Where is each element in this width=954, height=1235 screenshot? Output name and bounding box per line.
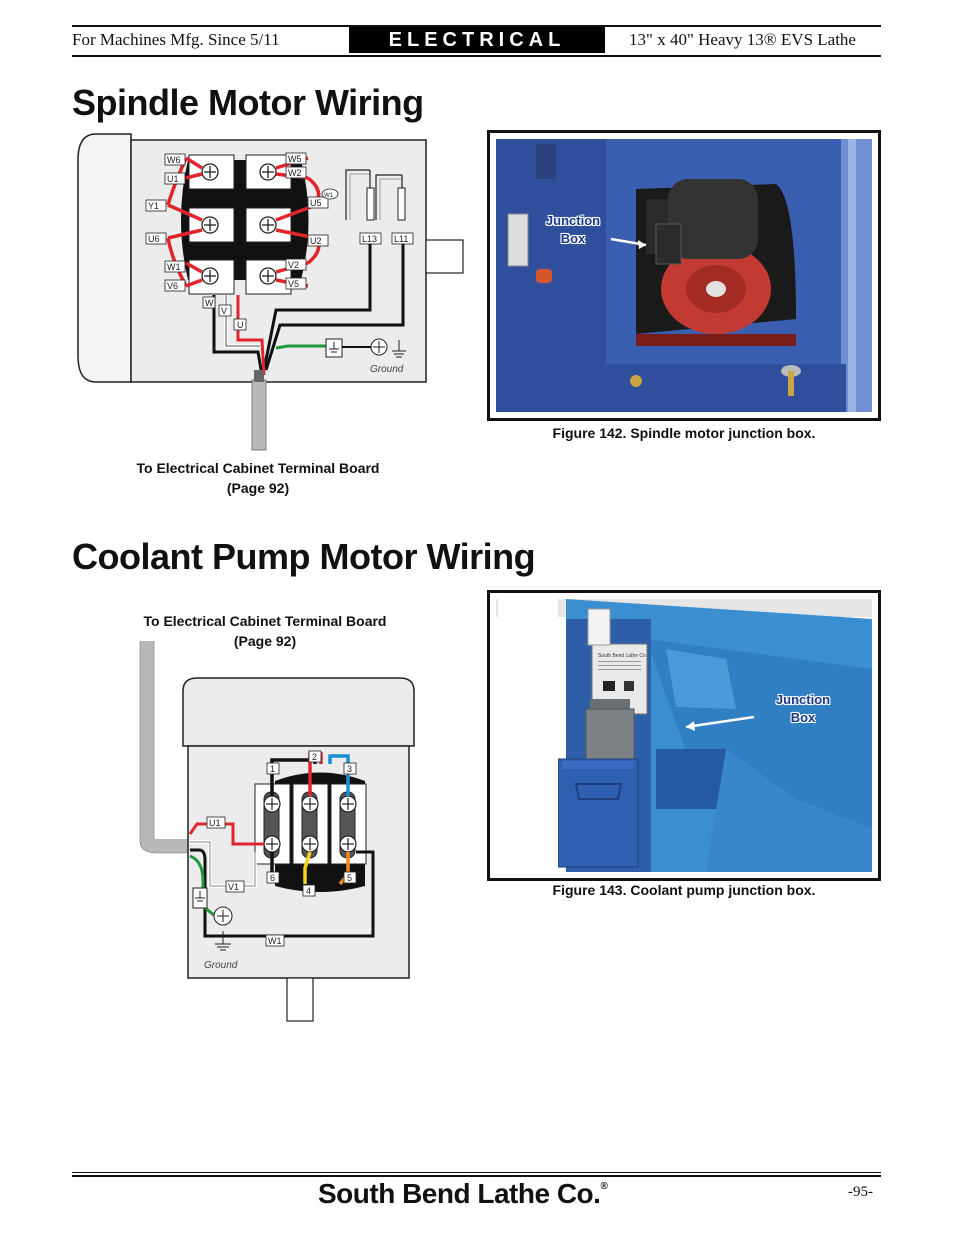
coolant-ground — [192, 887, 233, 951]
terminal-label-v5: V5 — [288, 279, 299, 289]
coolant-cabinet-caption-line1: To Electrical Cabinet Terminal Board — [143, 613, 387, 629]
terminal-label-w1: W1 — [167, 262, 181, 272]
spindle-lead-u-box — [233, 318, 247, 331]
coolant-terminal-1: 1 — [270, 764, 275, 774]
spindle-left-labels: W6 U1 Y1 U6 W1 V6 — [148, 155, 181, 291]
spindle-lead-v: V — [221, 306, 227, 316]
coolant-u1-box — [206, 816, 226, 829]
spindle-lead-v-box — [218, 304, 232, 317]
coolant-photo-junction-label: Junction Box — [758, 691, 848, 727]
coolant-lead-w1: W1 — [268, 936, 282, 946]
coolant-cabinet-caption-line2: (Page 92) — [233, 633, 297, 649]
terminal-label-u6: U6 — [148, 234, 160, 244]
spindle-fuses — [345, 169, 406, 221]
coolant-photo-label-line1: Junction — [775, 692, 831, 707]
spindle-cable — [251, 379, 267, 451]
footer-brand-text: South Bend Lathe Co. — [318, 1178, 601, 1209]
terminal-label-w5: W5 — [288, 154, 302, 164]
coolant-number-boxes — [266, 750, 357, 897]
spindle-motor-shaft — [425, 239, 464, 274]
spindle-jumper-marker — [321, 188, 339, 200]
coolant-photo-illustration: South Bend Lathe Co. — [496, 599, 872, 872]
coolant-section-title: Coolant Pump Motor Wiring — [72, 536, 536, 577]
spindle-photo-label-line1: Junction — [545, 213, 601, 228]
figure-142-caption: Figure 142. Spindle motor junction box. — [552, 425, 816, 441]
coolant-screw-slots — [266, 798, 354, 850]
page-number: -95- — [848, 1184, 873, 1200]
coolant-w1-box — [265, 934, 285, 947]
coolant-motor-shaft — [286, 977, 314, 1022]
terminal-label-w2: W2 — [288, 168, 302, 178]
spindle-section-title: Spindle Motor Wiring — [72, 82, 424, 123]
coolant-lead-v1: V1 — [228, 882, 239, 892]
spindle-photo-label-line2: Box — [560, 231, 586, 246]
coolant-supply-wires — [188, 822, 375, 938]
coolant-cable — [140, 641, 190, 853]
spindle-l11-label: L11 — [394, 234, 408, 244]
footer-rule-upper — [72, 1172, 881, 1173]
spindle-jumper-label: W1 — [324, 193, 334, 199]
coolant-cabinet-caption: To Electrical Cabinet Terminal Board (Pa… — [125, 611, 405, 651]
spindle-right-label-boxes — [285, 152, 329, 290]
terminal-label-u5: U5 — [310, 198, 322, 208]
header-top-rule — [72, 25, 881, 27]
spindle-wiring-diagram: W6 U1 Y1 U6 W1 V6 W5 W2 U5 U2 V2 V5 W1 L… — [77, 133, 464, 451]
terminal-label-y1: Y1 — [148, 201, 159, 211]
coolant-junction-photo: South Bend Lathe Co. Junction Box — [487, 590, 881, 881]
terminal-label-w6: W6 — [167, 155, 181, 165]
terminal-label-v2: V2 — [288, 260, 299, 270]
spindle-photo-junction-label: Junction Box — [528, 212, 618, 248]
header-section-badge: ELECTRICAL — [349, 27, 605, 53]
coolant-photo-plate-text: South Bend Lathe Co. — [598, 653, 647, 659]
coolant-terminal-3: 3 — [347, 764, 352, 774]
spindle-lead-w: W — [205, 298, 214, 308]
coolant-wiring-diagram: 1 2 3 6 4 5 U1 V1 W1 Ground — [139, 641, 415, 1022]
coolant-terminal-5: 5 — [347, 873, 352, 883]
spindle-lead-w-box — [202, 296, 216, 309]
header-right-text: 13" x 40" Heavy 13® EVS Lathe — [629, 30, 856, 49]
spindle-cabinet-caption-line2: (Page 92) — [226, 480, 290, 496]
header-left-text: For Machines Mfg. Since 5/11 — [72, 30, 280, 49]
footer-rule-lower — [72, 1175, 881, 1177]
terminal-label-v6: V6 — [167, 281, 178, 291]
spindle-photo-illustration — [496, 139, 872, 412]
spindle-motor-housing — [77, 133, 132, 383]
coolant-terminal-6: 6 — [270, 873, 275, 883]
spindle-ground-label: Ground — [370, 364, 404, 375]
header-bottom-rule — [72, 55, 881, 57]
coolant-terminal-4: 4 — [306, 886, 311, 896]
footer-brand-logo: South Bend Lathe Co.® — [318, 1178, 608, 1210]
coolant-number-labels: 1 2 3 6 4 5 — [270, 752, 352, 896]
terminal-label-u2: U2 — [310, 236, 322, 246]
figure-143-caption: Figure 143. Coolant pump junction box. — [552, 882, 816, 898]
coolant-photo-label-line2: Box — [790, 710, 816, 725]
spindle-cabinet-caption: To Electrical Cabinet Terminal Board (Pa… — [118, 458, 398, 498]
coolant-ground-label: Ground — [204, 960, 238, 971]
spindle-terminal-plate — [181, 160, 309, 280]
coolant-terminal-2: 2 — [312, 752, 317, 762]
terminal-label-u1: U1 — [167, 174, 179, 184]
coolant-v1-box — [225, 880, 245, 893]
coolant-motor-cap — [182, 677, 415, 747]
spindle-left-label-boxes — [145, 153, 186, 292]
spindle-junction-photo: Junction Box — [487, 130, 881, 421]
spindle-right-labels: W5 W2 U5 U2 V2 V5 — [288, 154, 322, 289]
spindle-ground — [325, 338, 406, 358]
spindle-l13-label: L13 — [362, 234, 377, 244]
spindle-lead-u: U — [237, 320, 244, 330]
spindle-cabinet-caption-line1: To Electrical Cabinet Terminal Board — [136, 460, 380, 476]
coolant-lead-u1: U1 — [209, 818, 221, 828]
spindle-screw-slots — [204, 166, 274, 282]
footer-reg-mark: ® — [600, 1181, 608, 1192]
